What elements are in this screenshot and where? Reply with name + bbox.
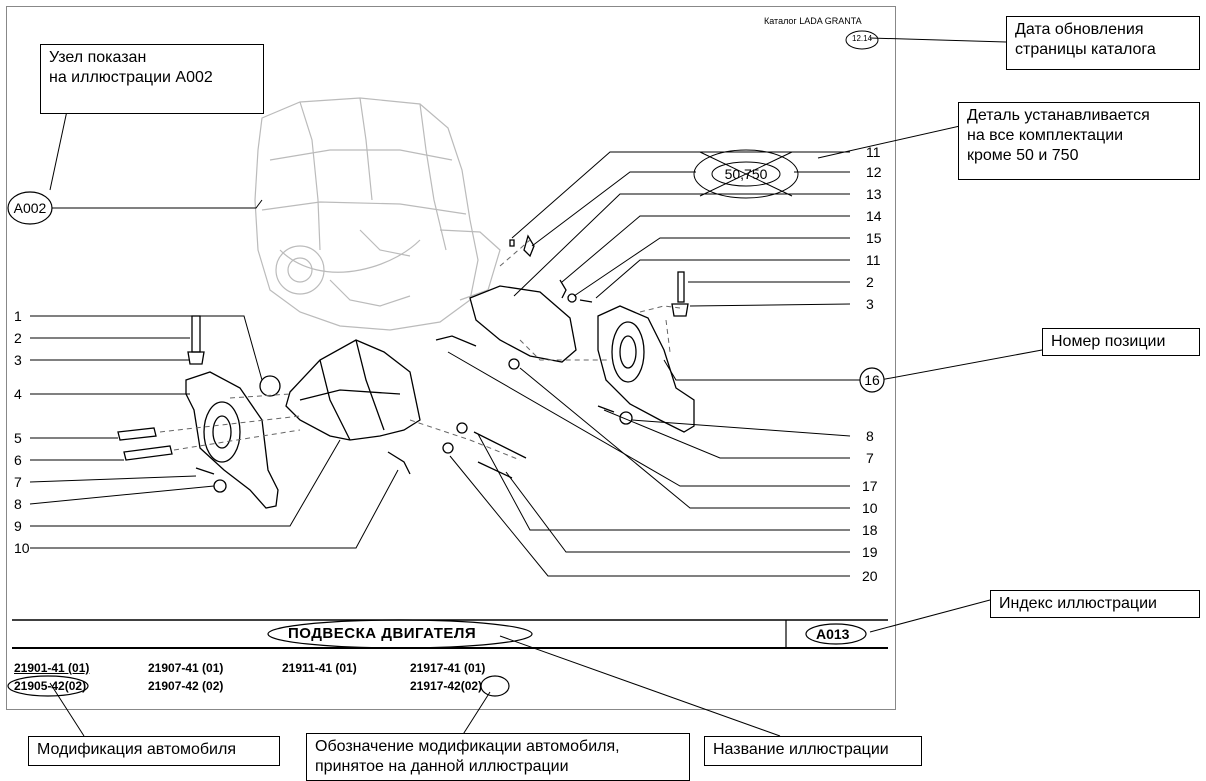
left-position-numbers: 1 2 3 4 5 6 7 8 9 10 <box>14 308 30 556</box>
right-position-numbers: 11 12 13 14 15 11 2 3 8 7 17 10 18 19 20 <box>862 144 882 584</box>
callout-illustration-index-text: Индекс иллюстрации <box>999 595 1157 612</box>
mod-code-marker <box>7 675 89 697</box>
catalog-page <box>6 6 896 710</box>
pos-left-10: 10 <box>14 540 30 556</box>
pos-right-19: 19 <box>862 544 878 560</box>
callout-car-modification: Модификация автомобиля <box>28 736 280 766</box>
catalog-header: Каталог LADA GRANTA <box>764 16 862 26</box>
callout-assembly-ref-text: Узел показан на иллюстрации А002 <box>49 49 213 86</box>
pos-right-15: 15 <box>866 230 882 246</box>
position-16-label: 16 <box>864 372 880 388</box>
callout-mod-designation: Обозначение модификации автомобиля, прин… <box>306 733 690 781</box>
pos-left-8: 8 <box>14 496 22 512</box>
pos-right-11b: 11 <box>866 252 881 268</box>
pos-right-13: 13 <box>866 186 882 202</box>
pos-right-18: 18 <box>862 522 878 538</box>
excluded-config-label: 50,750 <box>725 166 768 182</box>
leader-arrows <box>49 37 1043 737</box>
mod-21911-41: 21911-41 (01) <box>282 661 357 675</box>
engine-outline <box>254 97 501 331</box>
callout-mod-designation-text: Обозначение модификации автомобиля, прин… <box>315 738 620 775</box>
pos-right-17: 17 <box>862 478 878 494</box>
pos-right-2: 2 <box>866 274 874 290</box>
frame-lines <box>12 619 888 649</box>
mod-21907-41: 21907-41 (01) <box>148 661 224 675</box>
callout-car-modification-text: Модификация автомобиля <box>37 741 236 758</box>
mod-suffix-marker <box>480 675 510 697</box>
right-mount-parts <box>435 234 695 479</box>
excluded-config-marker <box>693 149 799 199</box>
pos-right-7: 7 <box>866 450 874 466</box>
pos-left-7: 7 <box>14 474 22 490</box>
left-mount-parts <box>117 315 421 509</box>
mod-21905-42-suffix: (02) <box>64 679 87 693</box>
leader-lines <box>29 151 860 577</box>
callout-illustration-index: Индекс иллюстрации <box>990 590 1200 618</box>
assembly-ref-marker <box>7 191 53 225</box>
pos-left-2: 2 <box>14 330 22 346</box>
pos-right-12: 12 <box>866 164 882 180</box>
callout-assembly-ref: Узел показан на иллюстрации А002 <box>40 44 264 114</box>
pos-left-9: 9 <box>14 518 22 534</box>
mod-21917-42: 21917-42(02) <box>410 679 482 693</box>
dashed-assembly-lines <box>159 239 681 461</box>
pos-right-3: 3 <box>866 296 874 312</box>
pos-left-4: 4 <box>14 386 22 402</box>
callout-update-date: Дата обновления страницы каталога <box>1006 16 1200 70</box>
illustration-title: ПОДВЕСКА ДВИГАТЕЛЯ <box>288 625 477 642</box>
position-16-marker <box>859 367 885 393</box>
callout-update-date-text: Дата обновления страницы каталога <box>1015 21 1156 58</box>
mod-21917-42-suffix: (02) <box>460 679 483 693</box>
mod-21917-42-code: 21917-42 <box>410 679 461 693</box>
callout-position-number-text: Номер позиции <box>1051 333 1166 350</box>
pos-left-5: 5 <box>14 430 22 446</box>
callout-config: Деталь устанавливается на все комплектац… <box>958 102 1200 180</box>
mod-21905-42: 21905-42(02) <box>14 679 86 693</box>
illustration-index: A013 <box>816 626 850 642</box>
assembly-ref-label: A002 <box>14 200 47 216</box>
callout-position-number: Номер позиции <box>1042 328 1200 356</box>
title-marker <box>267 619 533 649</box>
callout-illustration-name: Название иллюстрации <box>704 736 922 766</box>
mod-21917-41: 21917-41 (01) <box>410 661 486 675</box>
pos-right-20: 20 <box>862 568 878 584</box>
pos-right-11a: 11 <box>866 144 881 160</box>
index-marker <box>805 623 867 645</box>
pos-left-3: 3 <box>14 352 22 368</box>
mod-21901-41: 21901-41 (01) <box>14 661 90 675</box>
callout-config-text: Деталь устанавливается на все комплектац… <box>967 107 1150 164</box>
mod-21907-42: 21907-42 (02) <box>148 679 224 693</box>
pos-right-8: 8 <box>866 428 874 444</box>
callout-illustration-name-text: Название иллюстрации <box>713 741 889 758</box>
pos-right-14: 14 <box>866 208 882 224</box>
pos-left-1: 1 <box>14 308 22 324</box>
catalog-date-code: 12.14 <box>852 34 873 43</box>
pos-right-10: 10 <box>862 500 878 516</box>
mod-21905-42-code: 21905-42 <box>14 679 65 693</box>
pos-left-6: 6 <box>14 452 22 468</box>
date-code-marker <box>845 30 879 50</box>
